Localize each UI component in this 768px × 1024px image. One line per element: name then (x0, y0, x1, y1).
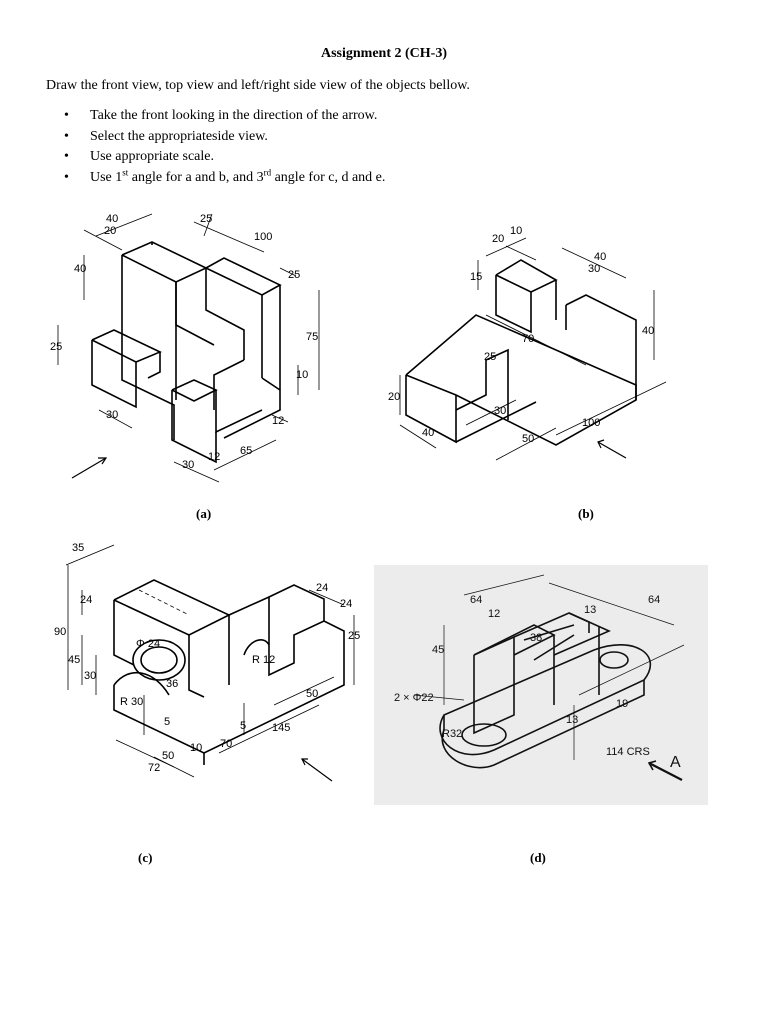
dim-label: 36 (166, 678, 178, 690)
instruction-item: Take the front looking in the direction … (62, 106, 385, 127)
instruction-text: angle for a and b, and 3 (128, 169, 264, 185)
dim-label: 70 (220, 738, 232, 750)
dim-label: 30 (494, 405, 506, 417)
dim-label: 40 (642, 325, 654, 337)
dim-label: 20 (492, 233, 504, 245)
superscript: st (122, 166, 129, 177)
dim-label: R 12 (252, 654, 275, 666)
isometric-object-b: 20 10 40 30 15 70 40 25 20 30 40 50 100 (388, 225, 667, 461)
instruction-item: Use appropriate scale. (62, 147, 385, 168)
dim-label: 30 (84, 670, 96, 682)
dim-label: 45 (432, 644, 444, 656)
isometric-object-d: 64 12 38 13 64 45 2 × Φ22 R32 13 19 114 … (394, 574, 685, 781)
dim-label: 5 (240, 720, 246, 732)
dim-label: 25 (200, 213, 212, 225)
dim-label: 20 (388, 391, 400, 403)
instruction-text: Take the front looking in the direction … (90, 108, 378, 123)
dim-label: 24 (340, 598, 352, 610)
dim-label: 90 (54, 626, 66, 638)
instruction-item: Use 1st angle for a and b, and 3rd angle… (62, 166, 386, 189)
dim-label: 5 (164, 716, 170, 728)
dim-label: Φ 24 (136, 638, 160, 650)
dim-label: 40 (594, 251, 606, 263)
isometric-object-c: 35 24 90 45 30 Φ 24 36 R 30 5 24 24 25 R… (54, 542, 360, 782)
instruction-item: Select the appropriateside view. (62, 127, 385, 148)
figure-b-drawing: 20 10 40 30 15 70 40 25 20 30 40 50 100 (386, 220, 686, 480)
dim-label: A (670, 754, 681, 771)
dim-label: 45 (68, 654, 80, 666)
dim-label: 25 (50, 341, 62, 353)
figure-b-caption: (b) (578, 506, 594, 521)
dim-label: 40 (74, 263, 86, 275)
dim-label: 50 (162, 750, 174, 762)
dim-label: 25 (348, 630, 360, 642)
instruction-text: Use 1 (90, 169, 123, 185)
dim-label: 75 (306, 331, 318, 343)
isometric-object-a: 40 20 25 100 25 40 25 75 10 30 12 30 12 … (50, 213, 320, 483)
dim-label: R 30 (120, 696, 143, 708)
dim-label: 2 × Φ22 (394, 692, 434, 704)
dim-label: 19 (616, 698, 628, 710)
dim-label: 64 (648, 594, 660, 606)
dim-label: 10 (190, 742, 202, 754)
dim-label: 35 (72, 542, 84, 554)
figure-c-drawing: 35 24 90 45 30 Φ 24 36 R 30 5 24 24 25 R… (44, 535, 364, 785)
assignment-instructions: Draw the front view, top view and left/r… (46, 78, 470, 93)
dim-label: 12 (488, 608, 500, 620)
dim-label: 145 (272, 722, 290, 734)
dim-label: 65 (240, 445, 252, 457)
figure-a-caption: (a) (196, 506, 212, 521)
dim-label: 10 (296, 369, 308, 381)
dim-label: 30 (106, 409, 118, 421)
figure-a-drawing: 40 20 25 100 25 40 25 75 10 30 12 30 12 … (44, 200, 344, 490)
assignment-title: Assignment 2 (CH-3) (321, 46, 447, 61)
dim-label: 10 (510, 225, 522, 237)
dim-label: 50 (522, 433, 534, 445)
dim-label: 38 (530, 632, 542, 644)
figure-c-caption: (c) (138, 850, 153, 865)
dim-label: 25 (484, 351, 496, 363)
dim-label: 13 (584, 604, 596, 616)
dim-label: 30 (182, 459, 194, 471)
figure-d-caption: (d) (530, 850, 546, 865)
dim-label: 12 (208, 451, 220, 463)
instruction-text: Use appropriate scale. (90, 149, 214, 164)
dim-label: 40 (422, 427, 434, 439)
dim-label: 72 (148, 762, 160, 774)
instruction-text: angle for c, d and e. (271, 169, 386, 185)
dim-label: 24 (80, 594, 92, 606)
dim-label: 30 (588, 263, 600, 275)
dim-label: 64 (470, 594, 482, 606)
dim-label: 100 (582, 417, 600, 429)
dim-label: 12 (272, 415, 284, 427)
dim-label: 13 (566, 714, 578, 726)
dim-label: 70 (522, 333, 534, 345)
dim-label: 20 (104, 225, 116, 237)
dim-label: 114 CRS (606, 746, 650, 758)
instruction-text: Select the appropriateside view. (90, 128, 268, 144)
dim-label: 25 (288, 269, 300, 281)
dim-label: 24 (316, 582, 328, 594)
superscript: rd (263, 166, 272, 177)
dim-label: 50 (306, 688, 318, 700)
dim-label: 40 (106, 213, 118, 225)
dim-label: 15 (470, 271, 482, 283)
figure-d-drawing: 64 12 38 13 64 45 2 × Φ22 R32 13 19 114 … (374, 565, 708, 805)
dim-label: 100 (254, 231, 272, 243)
dim-label: R32 (442, 728, 462, 740)
instruction-list: Take the front looking in the direction … (62, 106, 385, 188)
